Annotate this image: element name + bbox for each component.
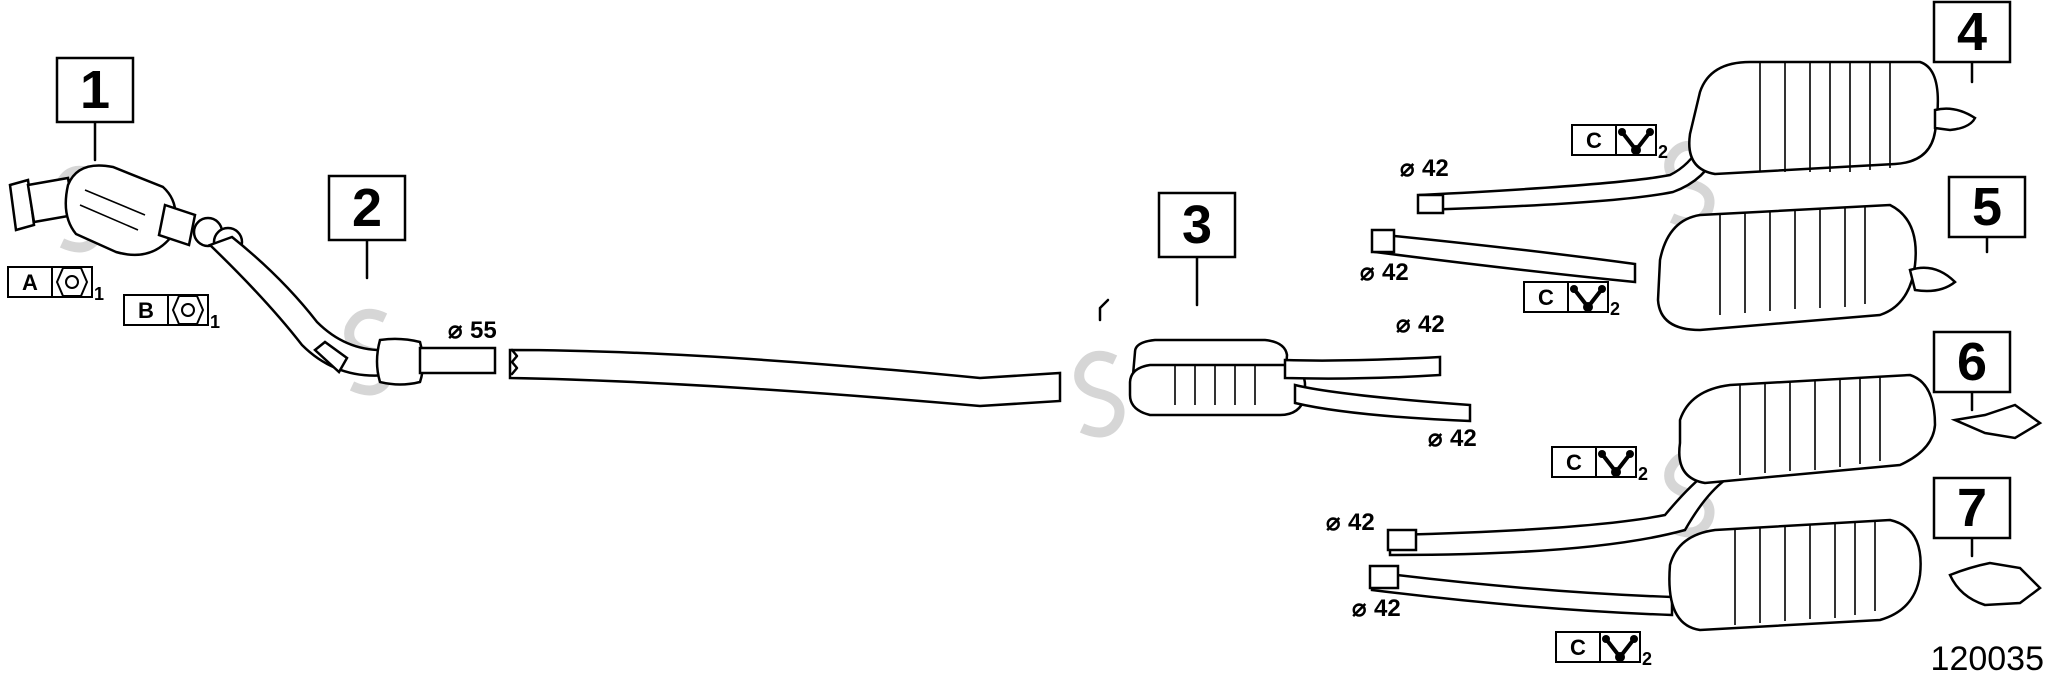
diameter-55: ⌀ 55	[448, 317, 497, 344]
diameter-value: 42	[1374, 595, 1401, 622]
callout-1: 1	[55, 56, 135, 124]
diameter-42-part5: ⌀ 42	[1360, 259, 1409, 286]
part-5-rear-silencer	[1370, 203, 1957, 332]
diameter-42-part3-upper: ⌀ 42	[1396, 311, 1445, 338]
diameter-symbol: ⌀	[1396, 311, 1411, 338]
diameter-value: 42	[1382, 259, 1409, 286]
part-7-rear-silencer	[1368, 518, 2042, 632]
diameter-value: 42	[1418, 311, 1445, 338]
callout-4-label: 4	[1957, 2, 1987, 62]
part-4-rear-silencer	[1416, 60, 1977, 215]
part-code-letter: C	[1570, 635, 1586, 660]
part-code-letter: C	[1586, 128, 1602, 153]
diameter-value: 42	[1348, 509, 1375, 536]
callout-1-label: 1	[80, 60, 110, 120]
part-code-qty: 2	[1642, 649, 1652, 669]
part-code-qty: 2	[1610, 299, 1620, 319]
diameter-symbol: ⌀	[1352, 595, 1367, 622]
part-code-A: A 1	[7, 266, 104, 304]
part-2-front-pipe	[207, 235, 497, 386]
diameter-42-part3-lower: ⌀ 42	[1428, 425, 1477, 452]
callout-4: 4	[1932, 0, 2012, 64]
part-code-C-part4: C 2	[1571, 124, 1668, 162]
part-code-C-part7: C 2	[1555, 631, 1652, 669]
callout-3: 3	[1157, 191, 1237, 259]
part-6-rear-silencer	[1386, 373, 2043, 557]
diameter-symbol: ⌀	[1400, 155, 1415, 182]
part-code-qty: 2	[1638, 464, 1648, 484]
reference-number: 120035	[1931, 640, 2044, 678]
part-3-center-silencer	[508, 298, 1472, 423]
callout-6-label: 6	[1957, 332, 1987, 392]
diameter-symbol: ⌀	[1326, 509, 1341, 536]
part-code-qty: 1	[210, 312, 220, 332]
diameter-42-part7: ⌀ 42	[1352, 595, 1401, 622]
diameter-symbol: ⌀	[1360, 259, 1375, 286]
part-code-C-part5: C 2	[1523, 281, 1620, 319]
callout-leaders	[93, 60, 1989, 558]
diameter-symbol: ⌀	[1428, 425, 1443, 452]
part-1-catalytic-converter	[8, 164, 244, 258]
part-code-B: B 1	[123, 294, 220, 332]
diameter-value: 55	[470, 317, 497, 344]
diameter-42-part4: ⌀ 42	[1400, 155, 1449, 182]
diameter-value: 42	[1422, 155, 1449, 182]
diameter-42-part6: ⌀ 42	[1326, 509, 1375, 536]
callout-5-label: 5	[1972, 177, 2002, 237]
callout-3-label: 3	[1182, 195, 1212, 255]
part-code-letter: C	[1538, 285, 1554, 310]
diameter-value: 42	[1450, 425, 1477, 452]
part-code-qty: 2	[1658, 142, 1668, 162]
diameter-symbol: ⌀	[448, 317, 463, 344]
callout-7: 7	[1932, 476, 2012, 540]
part-code-qty: 1	[94, 284, 104, 304]
callout-2: 2	[327, 174, 407, 242]
part-code-letter: A	[22, 270, 38, 295]
callout-5: 5	[1947, 175, 2027, 239]
part-code-letter: B	[138, 298, 154, 323]
callout-2-label: 2	[352, 178, 382, 238]
callout-6: 6	[1932, 330, 2012, 394]
part-code-C-part6: C 2	[1551, 446, 1648, 484]
callout-7-label: 7	[1957, 478, 1987, 538]
part-code-letter: C	[1566, 450, 1582, 475]
